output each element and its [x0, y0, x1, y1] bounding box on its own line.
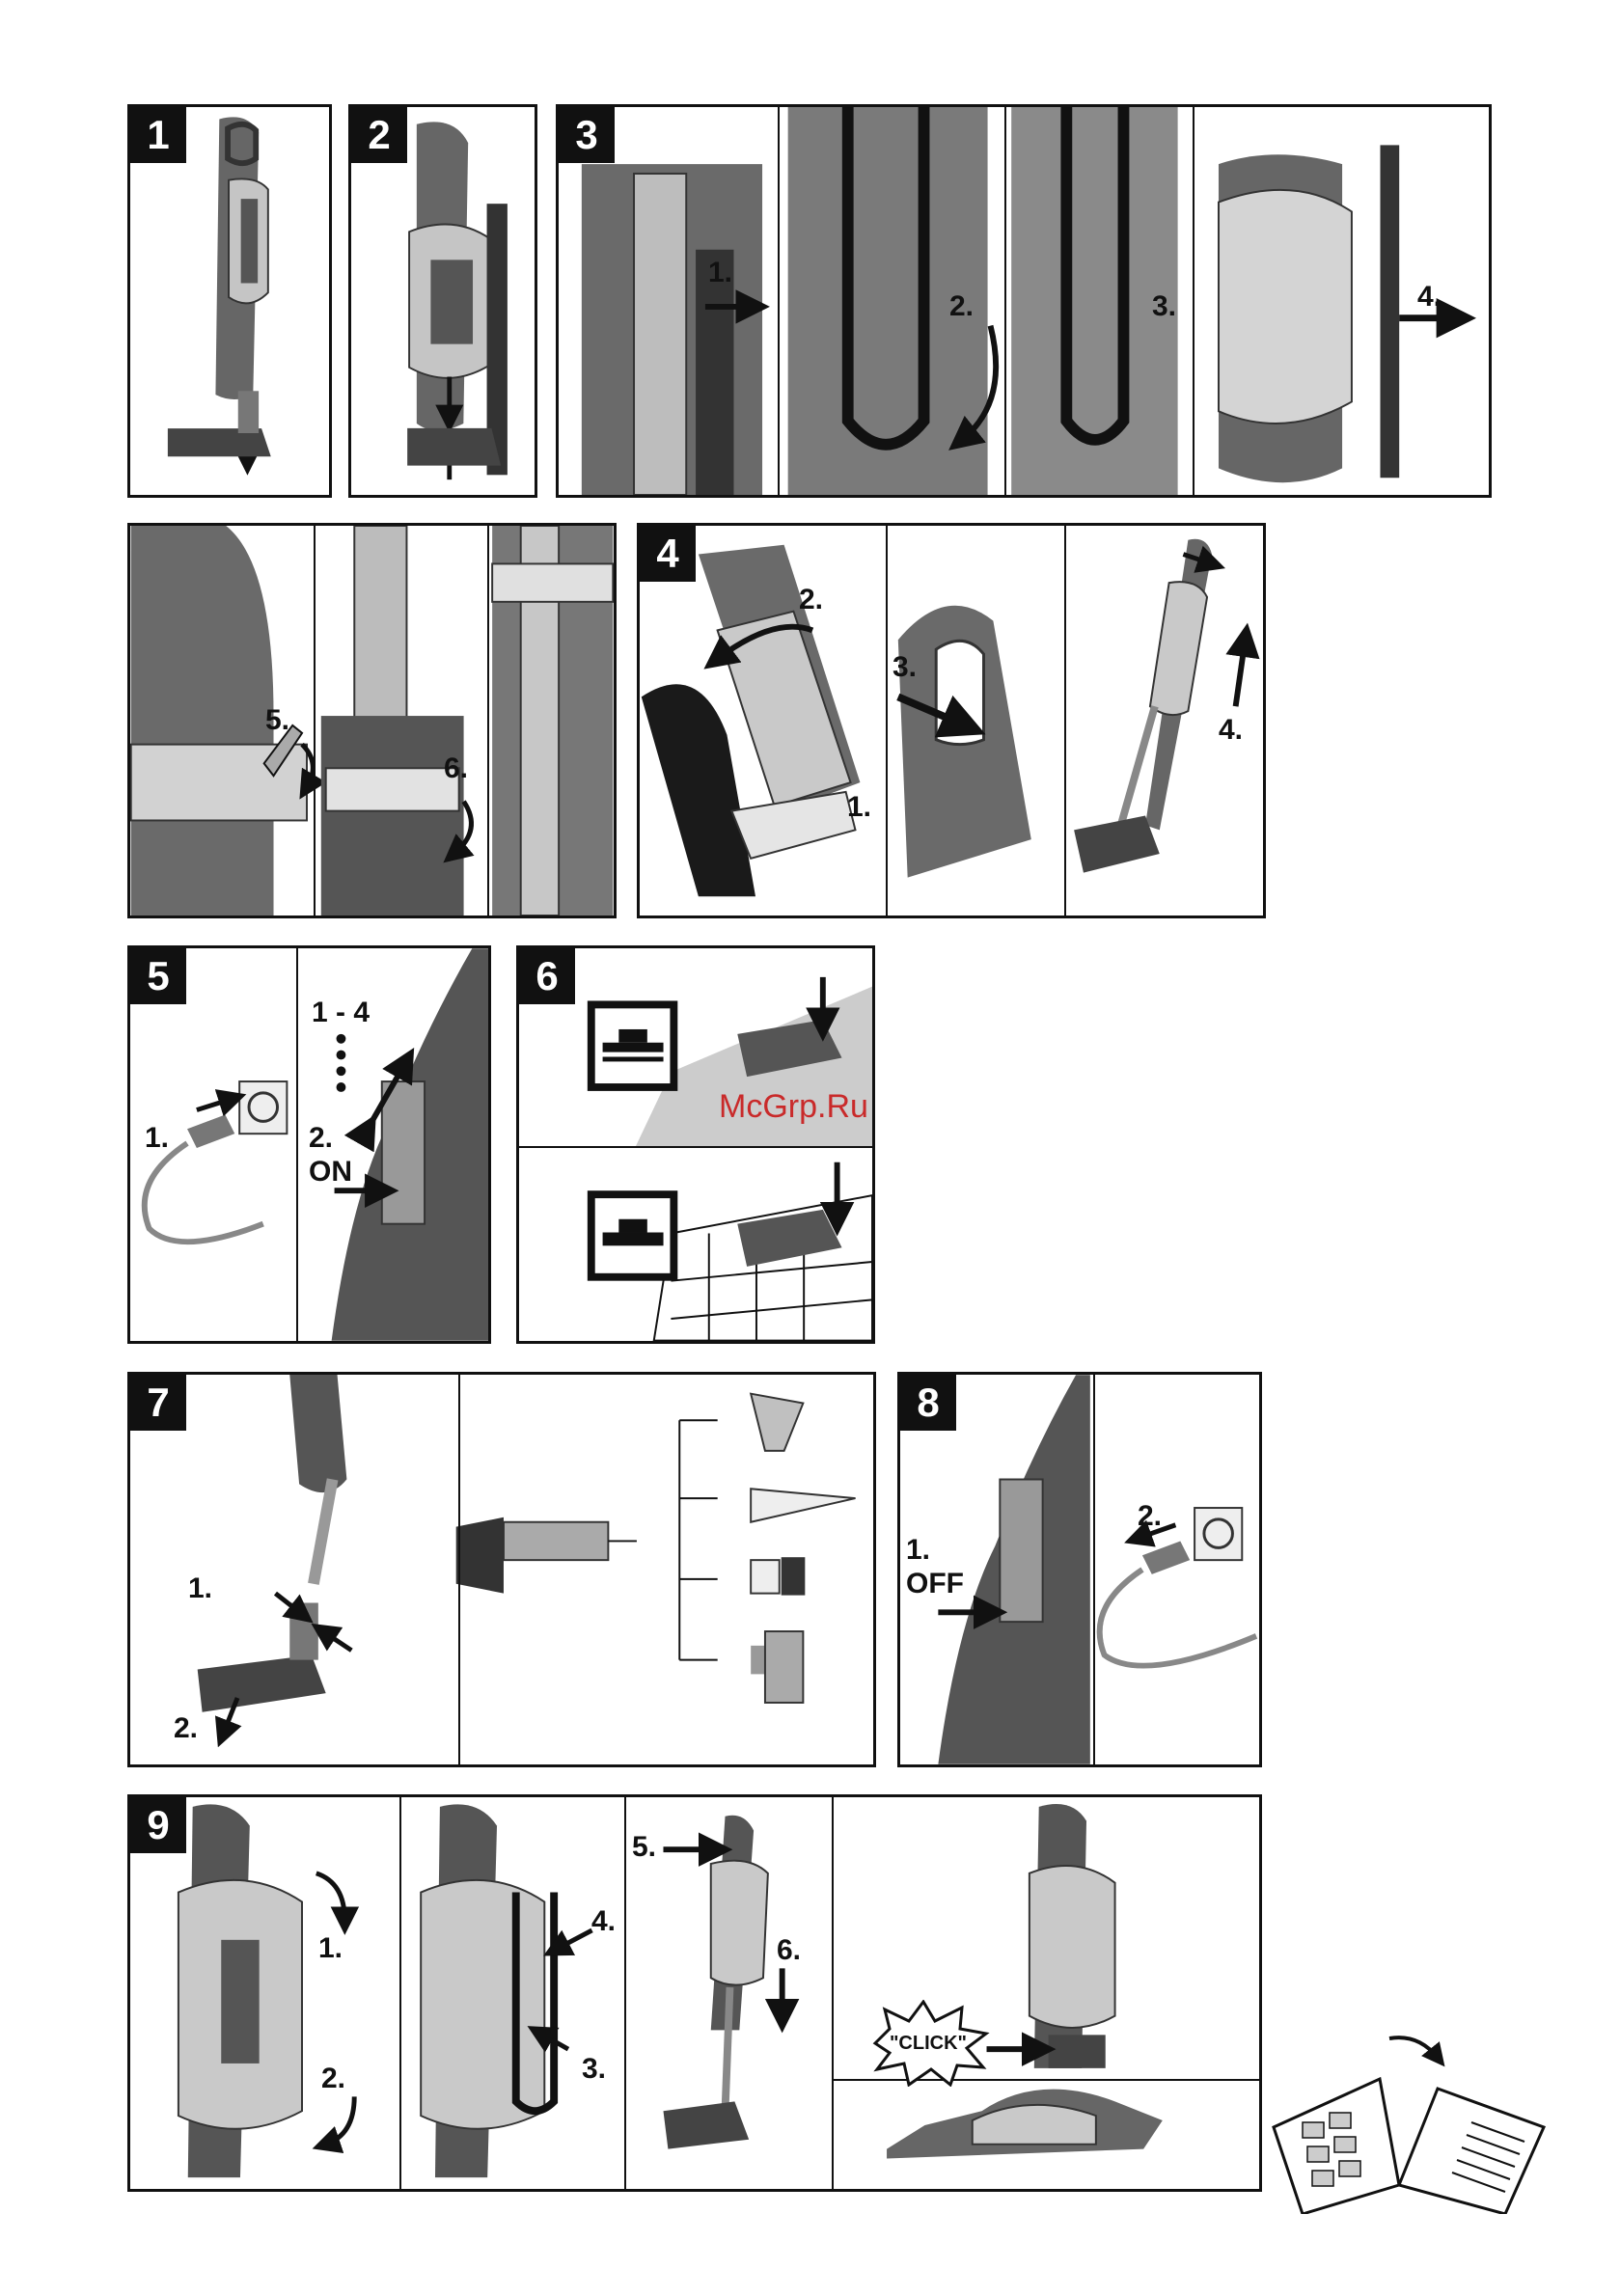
panel-8-number: 8: [900, 1375, 956, 1431]
vacuum-illustration: [130, 1797, 1259, 2189]
step-2-label: 2.: [949, 290, 974, 323]
step-2-label: 2.: [309, 1122, 333, 1155]
step-1-label: 1.: [708, 257, 732, 289]
vacuum-illustration: [519, 948, 872, 1341]
step-3-label: 3.: [892, 651, 917, 684]
panel-6: 6: [516, 945, 875, 1344]
plug-icon: [187, 1115, 234, 1148]
step-5-label: 5.: [632, 1831, 656, 1864]
hard-floor-mode-icon: [588, 1190, 677, 1280]
panel-5: 5 1. 1 - 4 2. ON: [127, 945, 491, 1344]
panel-3: 3 1. 2. 3. 4.: [556, 104, 1492, 498]
panel-8: 8 1. OFF 2.: [897, 1372, 1262, 1767]
panel-2-number: 2: [351, 107, 407, 163]
on-label: ON: [309, 1156, 352, 1189]
panel-1-number: 1: [130, 107, 186, 163]
panel-5-number: 5: [130, 948, 186, 1004]
panel-4: 4 1. 2. 3. 4.: [637, 523, 1266, 918]
panel-7: 7 1. 2.: [127, 1372, 876, 1767]
step-2-label: 2.: [321, 2063, 345, 2095]
step-2-label: 2.: [174, 1712, 198, 1745]
panel-3-number: 3: [559, 107, 615, 163]
step-4-label: 4.: [591, 1905, 616, 1938]
click-label: "CLICK": [865, 2000, 991, 2087]
vacuum-illustration: [640, 526, 1263, 916]
panel-9-number: 9: [130, 1797, 186, 1853]
step-5-label: 5.: [265, 704, 289, 737]
step-4-label: 4.: [1417, 281, 1442, 314]
panel-2: 2: [348, 104, 537, 498]
step-1-label: 1.: [847, 791, 871, 824]
vacuum-illustration: [130, 526, 614, 916]
vacuum-illustration: [559, 107, 1489, 495]
arrow-icon: [323, 1631, 352, 1651]
vacuum-illustration: [130, 1375, 873, 1764]
vacuum-illustration: [351, 107, 535, 495]
step-1-label: 1.: [188, 1572, 212, 1605]
step-1-label: 1.: [318, 1932, 343, 1965]
panel-9: 9 1. 2. 3. 4. 5. 6. "CLICK": [127, 1794, 1262, 2192]
panel-6-number: 6: [519, 948, 575, 1004]
click-burst: "CLICK": [865, 2000, 991, 2087]
panel-3-continued: 5. 6.: [127, 523, 617, 918]
arrow-icon: [197, 1099, 233, 1110]
step-6-label: 6.: [444, 752, 468, 785]
socket-icon: [1194, 1508, 1242, 1560]
arrow-icon: [316, 1873, 345, 1921]
arrow-icon: [326, 2096, 355, 2144]
socket-icon: [239, 1081, 287, 1134]
carpet-mode-icon: [588, 1000, 677, 1090]
step-4-label: 4.: [1219, 714, 1243, 747]
panel-1: 1: [127, 104, 332, 498]
arrow-icon: [1236, 640, 1246, 706]
manual-icon: [1264, 2031, 1553, 2214]
panel-4-number: 4: [640, 526, 696, 582]
panel-7-number: 7: [130, 1375, 186, 1431]
step-1-label: 1.: [145, 1122, 169, 1155]
step-2-label: 2.: [799, 584, 823, 616]
power-range-label: 1 - 4: [312, 997, 370, 1029]
off-label: OFF: [906, 1568, 964, 1600]
step-3-label: 3.: [582, 2053, 606, 2086]
plug-icon: [1142, 1541, 1190, 1573]
watermark: McGrp.Ru: [719, 1088, 868, 1126]
arrow-icon: [556, 1930, 591, 1950]
step-6-label: 6.: [777, 1934, 801, 1967]
step-1-label: 1.: [906, 1534, 930, 1567]
step-2-label: 2.: [1138, 1500, 1162, 1533]
vacuum-illustration: [130, 107, 329, 495]
step-3-label: 3.: [1152, 290, 1176, 323]
